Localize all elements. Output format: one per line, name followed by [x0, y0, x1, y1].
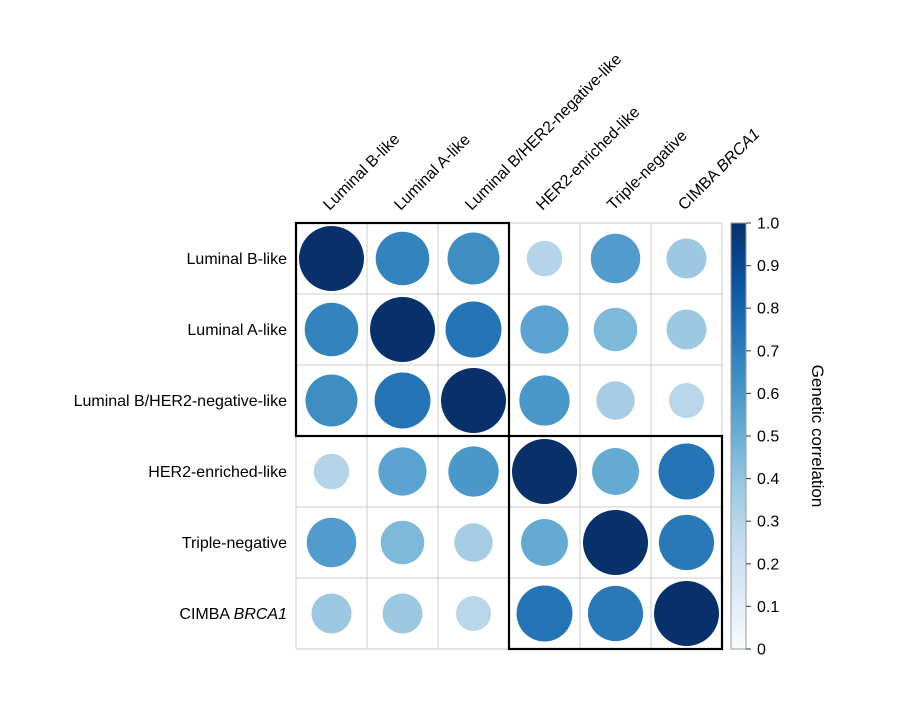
row-label: Triple-negative	[182, 535, 287, 552]
colorbar-tick-label: 0.7	[757, 343, 779, 360]
corr-circle	[521, 519, 568, 566]
corr-circle	[669, 383, 704, 418]
corr-circle	[587, 585, 644, 642]
corr-circle	[520, 305, 569, 354]
corr-circle	[512, 439, 577, 504]
corr-circle	[592, 448, 639, 495]
corr-circle	[311, 593, 352, 634]
colorbar-tick-label: 0.6	[757, 386, 779, 403]
colorbar-tick-label: 0.2	[757, 556, 779, 573]
colorbar-gradient-bar	[730, 222, 747, 650]
colorbar-tick-label: 1.0	[757, 216, 779, 233]
corr-circle	[583, 510, 648, 575]
colorbar-tick-label: 0.9	[757, 258, 779, 275]
row-label: Luminal A-like	[187, 322, 287, 339]
corr-circle	[378, 447, 427, 496]
corr-circle	[593, 307, 638, 352]
row-label: Luminal B-like	[187, 251, 288, 268]
colorbar-tick-label: 0.5	[757, 429, 779, 446]
colorbar-tick-label: 0.1	[757, 599, 779, 616]
corr-circle	[516, 585, 573, 642]
colorbar: 1.0 0.9 0.8 0.7 0.6 0.5 0.4 0.3 0.2 0.1 0	[730, 216, 779, 659]
colorbar-tick-label: 0.8	[757, 301, 779, 318]
corr-circle	[306, 517, 357, 568]
corr-circle	[658, 514, 715, 571]
corr-circle	[596, 381, 635, 420]
corr-circle	[299, 226, 364, 291]
block-box	[507, 434, 724, 651]
colorbar-tick-label: 0	[757, 642, 766, 659]
colorbar-title: Genetic correlation	[808, 365, 827, 508]
corr-circle	[448, 446, 499, 497]
colorbar-ticks: 1.0 0.9 0.8 0.7 0.6 0.5 0.4 0.3 0.2 0.1 0	[746, 216, 779, 659]
corr-circle	[304, 302, 359, 357]
corr-circle	[447, 232, 500, 285]
corr-circle	[456, 596, 491, 631]
corr-circle	[654, 581, 719, 646]
corr-circle	[445, 301, 502, 358]
matrix-circles	[299, 226, 719, 646]
corr-circle	[666, 309, 707, 350]
corr-circle	[380, 520, 425, 565]
corr-circle	[666, 238, 707, 279]
column-label: Luminal B/HER2-negative-like	[462, 51, 625, 214]
corr-circle	[590, 233, 641, 284]
block-box	[294, 221, 511, 438]
corr-circle	[382, 593, 423, 634]
colorbar-tick-label: 0.3	[757, 514, 779, 531]
corr-circle	[526, 240, 563, 277]
corr-circle	[305, 374, 358, 427]
corr-circle	[519, 375, 570, 426]
corr-circle	[374, 372, 431, 429]
corr-circle	[441, 368, 506, 433]
corr-circle	[313, 453, 350, 490]
colorbar-tick-label: 0.4	[757, 471, 779, 488]
row-label: CIMBA BRCA1	[179, 606, 287, 623]
row-label: HER2-enriched-like	[148, 464, 287, 481]
corr-circle	[370, 297, 435, 362]
row-label: Luminal B/HER2-negative-like	[74, 393, 288, 410]
corr-circle	[658, 443, 715, 500]
corr-circle	[454, 523, 493, 562]
corr-circle	[375, 231, 430, 286]
block-highlight-boxes	[294, 221, 724, 651]
